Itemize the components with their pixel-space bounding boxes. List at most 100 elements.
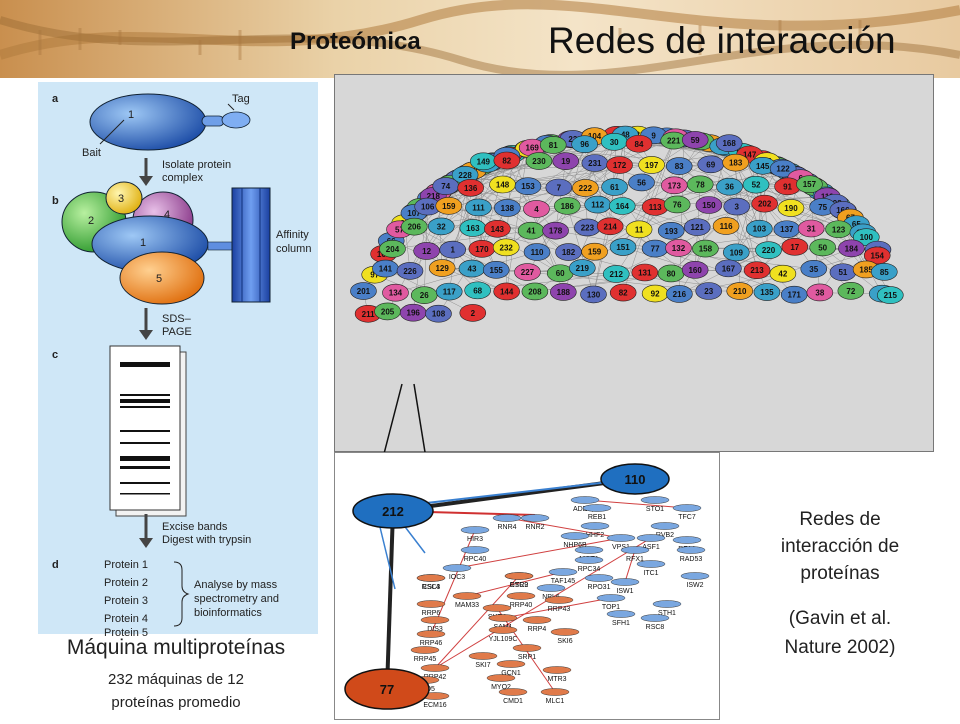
network-node-label: 214 [604,222,618,231]
network-node: 131 [632,264,658,281]
network-node-label: 85 [880,268,889,277]
network-node: 190 [778,199,804,216]
network-node-label: 84 [635,140,644,149]
network-node-label: 75 [818,203,827,212]
network-node-label: 222 [579,184,593,193]
zoom-node: ITC1 [637,561,665,578]
network-node: 186 [554,197,580,214]
network-node-label: 69 [706,160,715,169]
network-node: 132 [665,239,691,256]
network-node: 167 [715,260,741,277]
network-node-label: 215 [884,291,898,300]
network-node-label: 173 [668,181,682,190]
zoom-node-shape [523,617,551,624]
zoom-node-label: RRP45 [414,656,437,663]
network-node-label: 61 [610,183,619,192]
zoom-node-label: TAF145 [551,578,575,585]
purification-diagram: a b c d Tag 1 Bait Isolate protein compl… [38,82,318,634]
network-node-label: 12 [422,247,431,256]
network-node: 138 [494,199,520,216]
network-node: 136 [458,179,484,196]
zoom-node-shape [483,605,511,612]
protein-item-4: Protein 4 [104,613,148,625]
network-node: 188 [550,283,576,300]
gel-lane [110,346,180,510]
step-letter-b: b [52,195,59,207]
network-node: 82 [610,284,636,301]
network-node: 163 [460,219,486,236]
network-node-label: 68 [473,286,482,295]
network-node-label: 169 [526,144,540,153]
network-node: 42 [770,265,796,282]
network-node-label: 157 [803,180,817,189]
sds-label-1: SDS– [162,313,192,325]
network-node: 130 [580,286,606,303]
zoom-hub-node: 77 [345,669,429,709]
network-node: 117 [436,283,462,300]
network-caption-line-2: interacción de [734,533,946,560]
network-node-label: 111 [472,203,485,212]
network-node-label: 129 [435,264,449,273]
zoom-node-label: CMD1 [503,698,523,705]
network-node-label: 188 [557,288,571,297]
zoom-node-shape [621,547,649,554]
network-node-label: 134 [389,289,403,298]
network-node: 184 [838,240,864,257]
network-node: 129 [429,260,455,277]
network-node-label: 137 [780,225,794,234]
zoom-node-shape [421,617,449,624]
zoom-node-label: SFH1 [612,620,630,627]
network-node-label: 77 [651,245,660,254]
zoom-node: RRP6 [417,601,445,618]
network-node: 85 [871,263,897,280]
network-node: 123 [826,221,852,238]
zoom-node-label: ITC1 [643,570,658,577]
network-node-label: 9 [651,131,656,140]
network-node-label: 38 [815,288,824,297]
network-node: 215 [877,287,903,304]
network-node-label: 113 [649,203,662,212]
network-node: 11 [626,221,652,238]
zoom-node: SRP1 [513,645,541,662]
zoom-node-label: RPO31 [588,584,611,591]
network-node-label: 117 [443,288,456,297]
network-node-label: 144 [500,287,514,296]
zoom-node-label: RPC34 [578,566,601,573]
network-node-label: 150 [702,201,716,210]
zoom-hub-node: 110 [601,464,669,494]
network-node: 222 [572,179,598,196]
zoom-node: ISW2 [681,573,709,590]
network-node: 78 [687,176,713,193]
network-node: 214 [597,218,623,235]
protein-item-1: Protein 1 [104,559,148,571]
zoom-node-label: RAD53 [680,556,703,563]
network-node: 36 [717,178,743,195]
tag-linker [202,116,224,126]
network-node: 61 [602,178,628,195]
network-node: 173 [661,177,687,194]
zoom-node-shape [641,615,669,622]
zoom-node-shape [583,505,611,512]
bait-label: Bait [82,147,101,159]
zoom-node: RRP46 [417,631,445,648]
network-node-label: 170 [475,245,489,254]
network-node: 3 [724,198,750,215]
zoom-node-shape [469,653,497,660]
affinity-label-1: Affinity [276,229,309,241]
zoom-node-label: SRP1 [518,654,536,661]
network-node: 212 [603,265,629,282]
zoom-node-label: RSC8 [646,624,665,631]
zoom-graph: ADE5,7STO1REB1TFC7HIR3RNR4RNR2HHF2RVB2NH… [335,453,719,719]
network-node: 52 [743,176,769,193]
zoom-node-label: ISW2 [686,582,703,589]
network-node: 23 [696,283,722,300]
complex-protein-5: 5 [156,273,162,285]
network-node-label: 167 [722,264,736,273]
network-node-label: 92 [651,290,660,299]
network-node: 81 [540,136,566,153]
network-node: 150 [696,197,722,214]
zoom-node-shape [585,575,613,582]
network-node: 220 [756,242,782,259]
zoom-node-label: STO1 [646,506,664,513]
complex-protein-2: 2 [88,215,94,227]
